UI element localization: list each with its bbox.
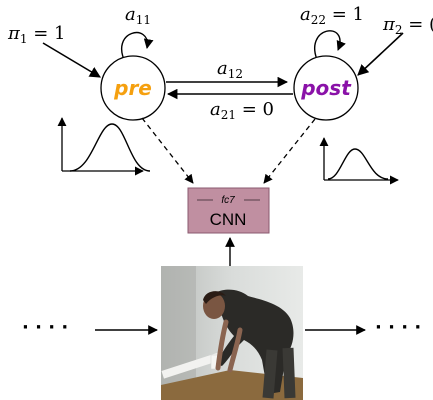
emission-plot-pre: [57, 117, 151, 176]
label-a12: a12: [217, 58, 243, 81]
right-sequence-dots: · · · ·: [375, 317, 421, 338]
cnn-box: fc7 CNN: [187, 187, 270, 234]
left-sequence-dots: · · · ·: [22, 317, 68, 338]
cnn-title: CNN: [210, 210, 247, 229]
label-a22: a22 = 1: [300, 4, 364, 27]
pi2-arrow: [357, 32, 404, 76]
label-pi2: π2 = (: [382, 14, 433, 37]
label-a21: a21 = 0: [210, 99, 274, 122]
self-loop-post: [314, 30, 346, 63]
state-pre: pre: [100, 55, 166, 121]
dashed-arrow-post-cnn: [263, 118, 316, 184]
state-pre-label: pre: [113, 76, 152, 100]
self-loop-pre: [120, 32, 154, 65]
label-pi1: π1 = 1: [7, 23, 65, 46]
label-a11: a11: [125, 4, 151, 27]
state-post: post: [293, 55, 359, 121]
cnn-layer-label: fc7: [221, 195, 235, 206]
video-frame-photo: [161, 266, 303, 400]
emission-plot-post: [319, 137, 399, 185]
state-post-label: post: [300, 76, 352, 100]
pi1-arrow: [42, 42, 101, 78]
dashed-arrow-pre-cnn: [141, 117, 194, 184]
